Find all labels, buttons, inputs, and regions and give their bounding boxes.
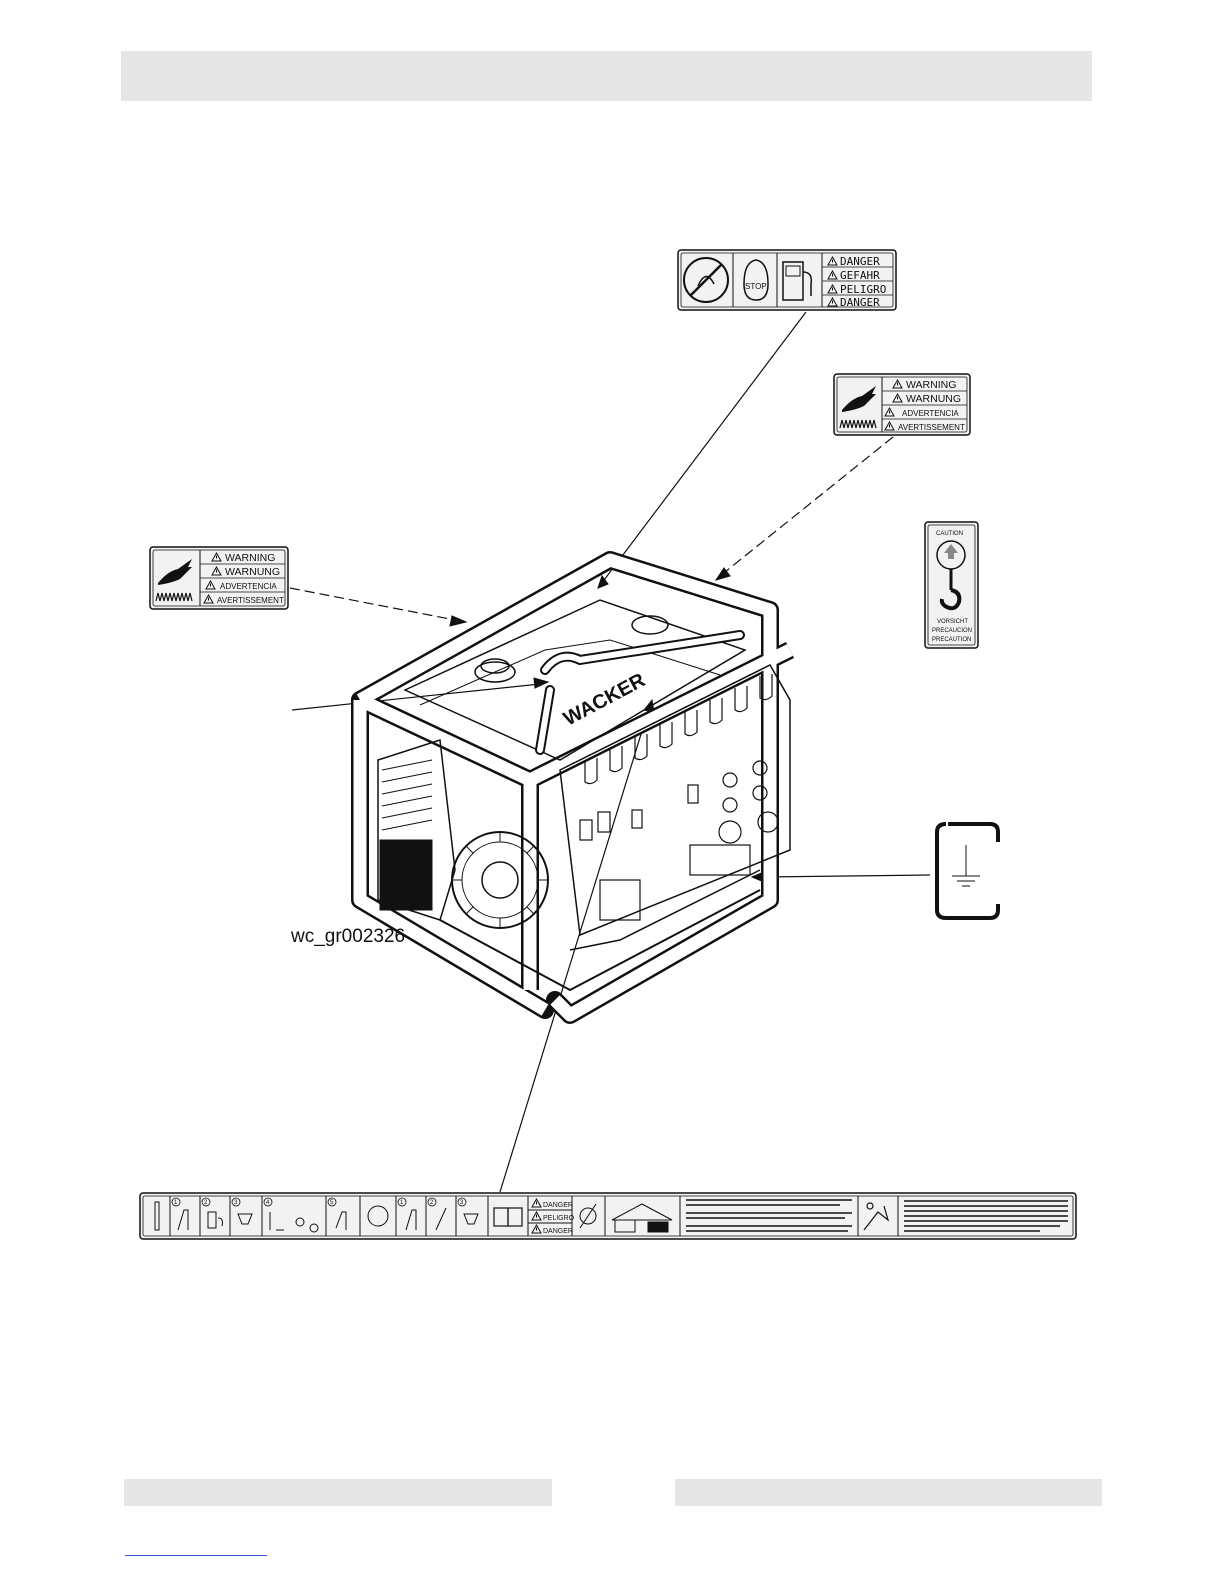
figure-id: wc_gr002326 [291,926,405,948]
decal-line: GEFAHR [840,269,880,282]
decal-lifting-hook: CAUTION VORSICHT PRECAUCION PRECAUTION [925,522,978,648]
decal-ground [937,824,998,918]
svg-text:PRECAUCION: PRECAUCION [932,628,972,634]
svg-text:CAUTION: CAUTION [936,531,963,537]
decal-line: DANGER [840,255,880,268]
svg-text:DANGER: DANGER [543,1202,573,1209]
svg-text:STOP: STOP [745,282,767,291]
svg-text:AVERTISSEMENT: AVERTISSEMENT [217,596,284,605]
svg-text:WARNING: WARNING [225,552,275,564]
svg-text:PRECAUTION: PRECAUTION [932,637,971,643]
decal-fuel-danger: STOP DANGER GEFAHR PELIGRO DANGER [678,250,896,310]
svg-text:ADVERTENCIA: ADVERTENCIA [220,582,277,591]
footer-bar-left [124,1479,552,1506]
svg-text:PELIGRO: PELIGRO [543,1215,575,1222]
decal-line: PELIGRO [840,283,886,296]
footer-bar-right [675,1479,1102,1506]
svg-text:WARNING: WARNING [906,379,956,391]
svg-text:ADVERTENCIA: ADVERTENCIA [902,409,959,418]
svg-text:VORSICHT: VORSICHT [937,619,968,625]
ground-symbol-icon [952,845,980,886]
svg-text:DANGER: DANGER [543,1228,573,1235]
svg-text:WARNUNG: WARNUNG [906,393,961,405]
decal-line: DANGER [840,296,880,309]
footer-link-underline [125,1555,267,1556]
svg-text:WARNUNG: WARNUNG [225,566,280,578]
decal-hot-surface-right: WARNING WARNUNG ADVERTENCIA AVERTISSEMEN… [834,374,970,435]
decal-operation-strip: 1 2 3 4 5 1 2 3 [140,1193,1076,1239]
decal-hot-surface-left: WARNING WARNUNG ADVERTENCIA AVERTISSEMEN… [150,547,288,609]
svg-text:AVERTISSEMENT: AVERTISSEMENT [898,423,965,432]
